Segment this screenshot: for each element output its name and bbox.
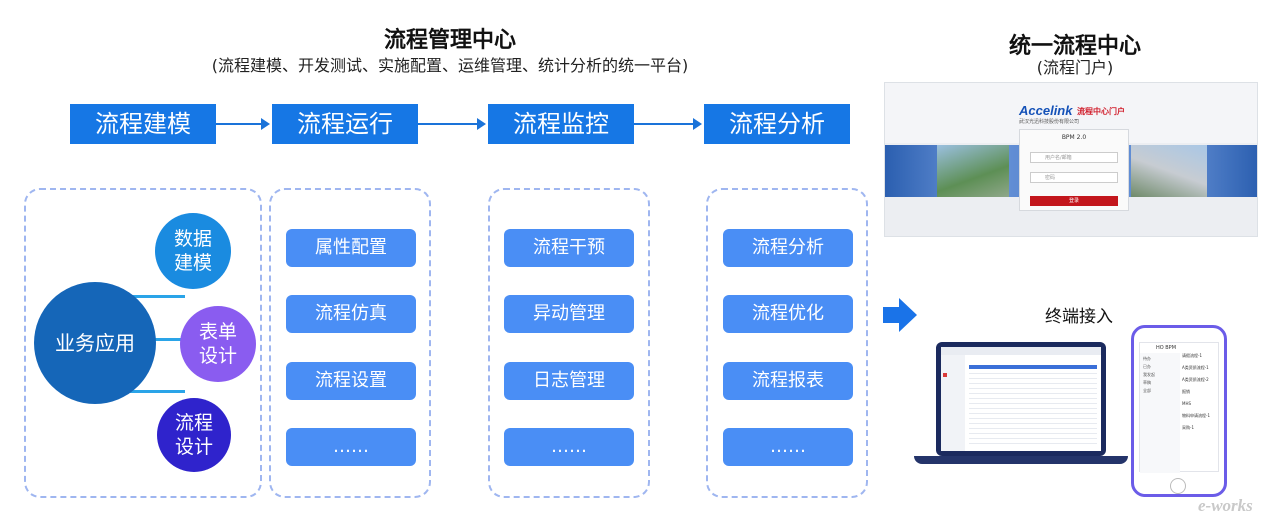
connector (130, 338, 192, 341)
laptop-sidebar (941, 355, 965, 451)
portal-building-image (937, 145, 1009, 197)
runtime-item: …… (286, 428, 416, 466)
flow-arrow (634, 118, 702, 130)
data-modeling-circle: 数据 建模 (155, 213, 231, 289)
phone-menu-item[interactable]: 我发起 (1143, 372, 1155, 377)
stage-monitoring: 流程监控 (488, 104, 634, 144)
monitoring-item: …… (504, 428, 634, 466)
stage-modeling: 流程建模 (70, 104, 216, 144)
phone-menu-item[interactable]: 全部 (1143, 388, 1151, 393)
login-button[interactable]: 登录 (1030, 196, 1118, 206)
phone-list: 请假流程-1 A类资质流程-1 A类资质流程-2 报销 MHS 物料申请流程-1… (1182, 353, 1219, 431)
portal-logo-caption: 武汉光迅科技股份有限公司 (1019, 119, 1080, 125)
runtime-item: 属性配置 (286, 229, 416, 267)
laptop-table-header (969, 365, 1097, 369)
portal-building-image (1131, 145, 1207, 197)
stage-running: 流程运行 (272, 104, 418, 144)
phone-header: HO BPM (1155, 345, 1177, 351)
laptop-base (914, 456, 1128, 464)
stage-analysis: 流程分析 (704, 104, 850, 144)
terminal-label: 终端接入 (1045, 307, 1113, 327)
flow-arrow (418, 118, 486, 130)
phone-home-button (1170, 478, 1186, 494)
phone-menu-item[interactable]: 已办 (1143, 364, 1151, 369)
phone-menu: 待办 已办 我发起 草稿 全部 (1140, 353, 1180, 473)
phone-menu-item[interactable]: 草稿 (1143, 380, 1151, 385)
phone-list-item[interactable]: 请假流程-1 (1182, 353, 1202, 358)
monitoring-item: 异动管理 (504, 295, 634, 333)
runtime-panel (269, 188, 431, 498)
left-subtitle: (流程建模、开发测试、实施配置、运维管理、统计分析的统一平台) (211, 56, 689, 75)
phone-menu-item[interactable]: 待办 (1143, 356, 1151, 361)
password-field[interactable]: 密码 (1030, 172, 1118, 183)
right-subtitle: (流程门户) (1036, 58, 1114, 77)
phone-list-item[interactable]: A类资质流程-2 (1182, 377, 1209, 382)
flow-arrow (216, 118, 270, 130)
left-title: 流程管理中心 (383, 28, 516, 53)
process-design-circle: 流程 设计 (157, 398, 231, 472)
monitoring-panel (488, 188, 650, 498)
connector (130, 295, 185, 298)
portal-logo: Accelink (1019, 103, 1073, 118)
right-title: 统一流程中心 (1008, 34, 1141, 59)
username-placeholder: 用户名/邮箱 (1045, 155, 1072, 161)
laptop-table (969, 369, 1097, 447)
analysis-panel (706, 188, 868, 498)
watermark: e-works (1198, 496, 1253, 515)
password-placeholder: 密码 (1045, 175, 1056, 181)
phone-list-item[interactable]: 物料申请流程-1 (1182, 413, 1210, 418)
laptop-device (936, 342, 1106, 456)
laptop-screen (941, 347, 1101, 451)
analysis-item: 流程优化 (723, 295, 853, 333)
runtime-item: 流程设置 (286, 362, 416, 400)
login-box: BPM 2.0 用户名/邮箱 密码 登录 (1019, 129, 1129, 211)
modeling-panel (24, 188, 262, 498)
phone-list-item[interactable]: 采购-1 (1182, 425, 1194, 430)
analysis-item: …… (723, 428, 853, 466)
laptop-accent (943, 373, 947, 377)
login-title: BPM 2.0 (1061, 134, 1087, 141)
business-app-circle: 业务应用 (34, 282, 156, 404)
analysis-item: 流程分析 (723, 229, 853, 267)
phone-list-item[interactable]: A类资质流程-1 (1182, 365, 1209, 370)
phone-screen: HO BPM 待办 已办 我发起 草稿 全部 请假流程-1 A类资质流程-1 A… (1139, 342, 1219, 473)
phone-list-item[interactable]: MHS (1182, 401, 1191, 406)
analysis-item: 流程报表 (723, 362, 853, 400)
username-field[interactable]: 用户名/邮箱 (1030, 152, 1118, 163)
form-design-circle: 表单 设计 (180, 306, 256, 382)
portal-screenshot: Accelink 武汉光迅科技股份有限公司 流程中心门户 BPM 2.0 用户名… (884, 82, 1258, 237)
connector (130, 390, 185, 393)
right-arrow-icon (883, 298, 917, 332)
laptop-topbar (941, 347, 1101, 355)
monitoring-item: 流程干预 (504, 229, 634, 267)
phone-list-item[interactable]: 报销 (1182, 389, 1190, 394)
phone-device: HO BPM 待办 已办 我发起 草稿 全部 请假流程-1 A类资质流程-1 A… (1131, 325, 1227, 497)
runtime-item: 流程仿真 (286, 295, 416, 333)
monitoring-item: 日志管理 (504, 362, 634, 400)
portal-name: 流程中心门户 (1077, 107, 1125, 116)
